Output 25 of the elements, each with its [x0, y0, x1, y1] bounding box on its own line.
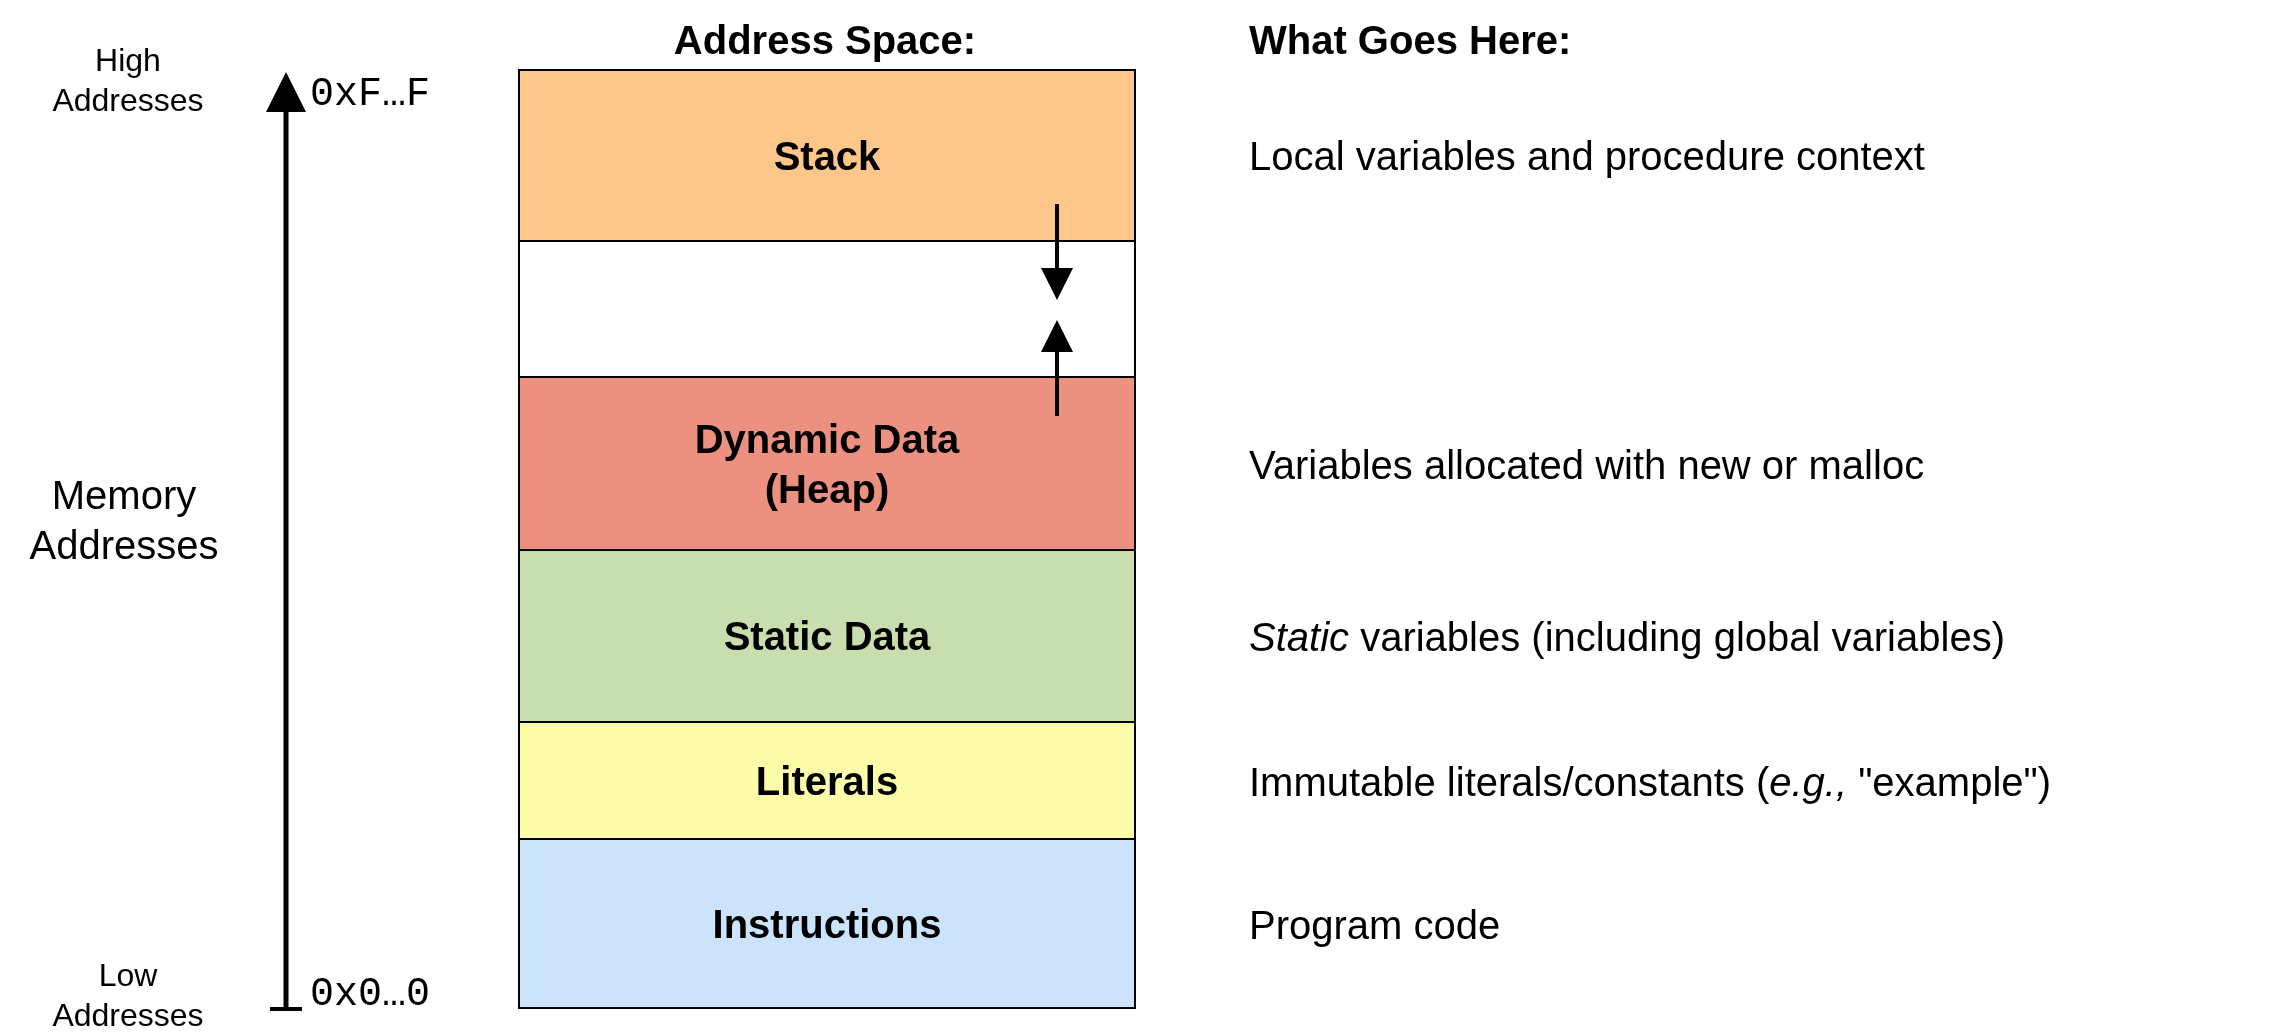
segment-name: Stack	[772, 132, 882, 180]
address-value: 0x0…0	[309, 971, 431, 1019]
column-heading: What Goes Here:	[1249, 17, 1573, 64]
empty-region-box	[518, 242, 1136, 378]
column-heading: Address Space:	[672, 17, 978, 64]
memory-segment-box	[518, 723, 1136, 840]
memory-segment-box	[518, 69, 1136, 242]
memory-segment-box	[518, 551, 1136, 723]
segment-name: Static Data	[722, 613, 932, 660]
address-value: 0xF…F	[309, 71, 431, 119]
segment-description: Local variables and procedure context	[1249, 133, 1925, 178]
arrow	[1041, 204, 1073, 300]
segment-name: Instructions	[711, 900, 943, 948]
segment-description: Program code	[1249, 902, 1501, 947]
segment-description: Immutable literals/constants (e.g., "example")	[1249, 759, 2052, 804]
segment-description: Static variables (including global variables)	[1249, 614, 2005, 660]
axis-end-label: Low Addresses	[51, 956, 205, 1035]
memory-segment-box	[518, 840, 1136, 1009]
segment-description: Variables allocated with new or malloc	[1249, 442, 1925, 487]
segment-name: Literals	[754, 757, 900, 805]
segment-name: Dynamic Data (Heap)	[693, 415, 961, 513]
memory-segment-box	[518, 378, 1136, 551]
axis-end-label: High Addresses	[51, 41, 205, 120]
arrow	[1041, 320, 1073, 416]
axis-label: Memory Addresses	[28, 472, 220, 569]
